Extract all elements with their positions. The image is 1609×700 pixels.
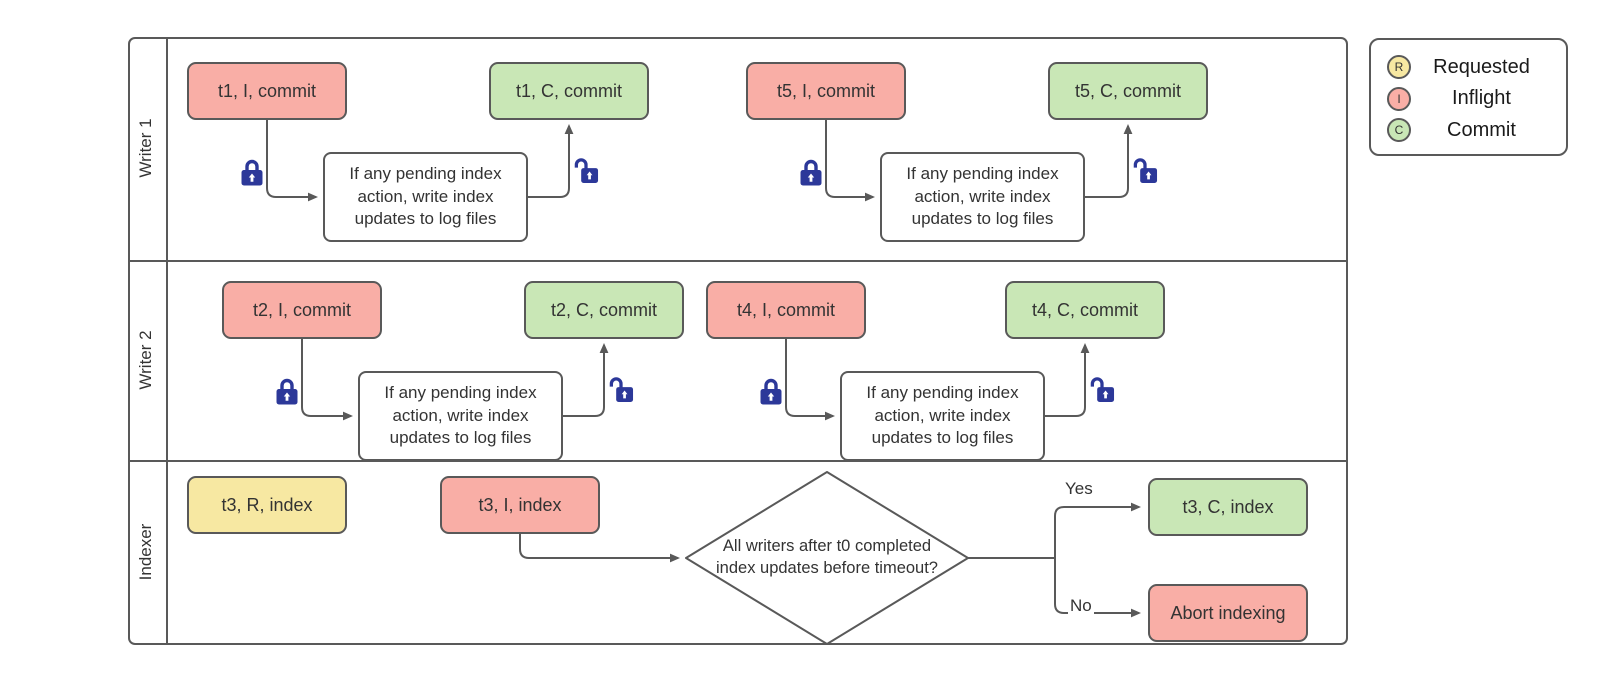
node-t2-inflight: t2, I, commit [222, 281, 382, 339]
swimlane-pool [128, 37, 1348, 645]
node-process-t5: If any pending index action, write index… [880, 152, 1085, 242]
legend-item-inflight: I Inflight [1387, 85, 1552, 113]
requested-badge-icon: R [1387, 55, 1411, 79]
node-t3-inflight: t3, I, index [440, 476, 600, 534]
lane-divider-1 [130, 260, 1346, 262]
legend-label: Requested [1433, 55, 1530, 78]
lock-icon [758, 376, 784, 406]
lock-icon [274, 376, 300, 406]
node-t3-requested: t3, R, index [187, 476, 347, 534]
node-t2-commit: t2, C, commit [524, 281, 684, 339]
inflight-badge-icon: I [1387, 86, 1411, 111]
yes-label: Yes [1063, 479, 1095, 499]
lock-icon [798, 157, 824, 187]
node-process-t1: If any pending index action, write index… [323, 152, 528, 242]
no-label: No [1068, 596, 1094, 616]
node-t1-commit: t1, C, commit [489, 62, 649, 120]
node-t5-commit: t5, C, commit [1048, 62, 1208, 120]
lane-label-writer1: Writer 1 [136, 118, 155, 178]
node-t4-commit: t4, C, commit [1005, 281, 1165, 339]
legend-label: Commit [1447, 118, 1516, 141]
unlock-icon [573, 155, 599, 185]
lane-label-indexer: Indexer [136, 523, 155, 581]
commit-badge-icon: C [1387, 118, 1411, 142]
legend-item-requested: R Requested [1387, 53, 1552, 81]
node-process-t4: If any pending index action, write index… [840, 371, 1045, 461]
decision-question: All writers after t0 completed index upd… [716, 537, 938, 577]
legend: R Requested I Inflight C Commit [1369, 38, 1568, 156]
node-process-t2: If any pending index action, write index… [358, 371, 563, 461]
lane-divider-2 [130, 460, 1346, 462]
lane-label-writer2: Writer 2 [136, 330, 155, 390]
node-t3-commit: t3, C, index [1148, 478, 1308, 536]
node-abort-indexing: Abort indexing [1148, 584, 1308, 642]
unlock-icon [608, 374, 634, 404]
node-t1-inflight: t1, I, commit [187, 62, 347, 120]
legend-item-commit: C Commit [1387, 116, 1552, 144]
unlock-icon [1132, 155, 1158, 185]
node-t5-inflight: t5, I, commit [746, 62, 906, 120]
lane-label-separator [166, 39, 168, 643]
legend-label: Inflight [1452, 87, 1511, 109]
unlock-icon [1089, 374, 1115, 404]
node-t4-inflight: t4, I, commit [706, 281, 866, 339]
lock-icon [239, 157, 265, 187]
